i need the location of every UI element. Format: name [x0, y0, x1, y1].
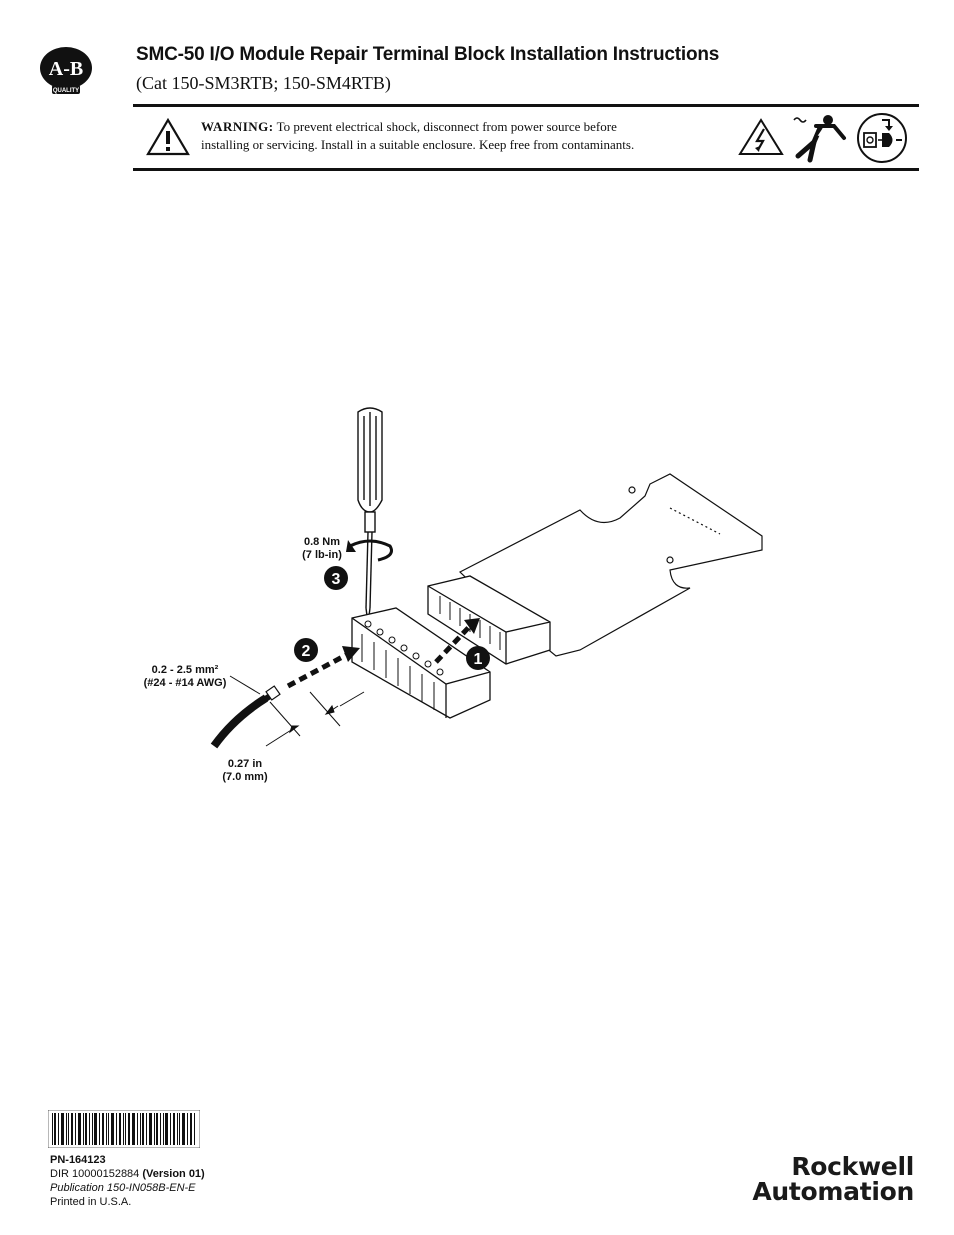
- step-3-number: 3: [332, 571, 341, 588]
- allen-bradley-logo: A-B QUALITY: [38, 44, 94, 96]
- caution-triangle-icon: [146, 117, 190, 161]
- wire-size-value: 0.2 - 2.5 mm²: [151, 664, 219, 676]
- page-subtitle: (Cat 150-SM3RTB; 150-SM4RTB): [136, 73, 391, 93]
- wire-size-awg: (#24 - #14 AWG): [143, 677, 227, 689]
- footer-info: PN-164123 DIR 10000152884 (Version 01) P…: [50, 1153, 205, 1209]
- disconnect-plug-icon: [856, 112, 908, 169]
- brand-line2: Automation: [752, 1177, 914, 1206]
- screwdriver: [357, 407, 383, 625]
- warning-bottom-rule: [133, 168, 919, 171]
- strip-length-label: 0.27 in (7.0 mm): [208, 758, 282, 784]
- torque-rotation-arrow: [346, 539, 393, 562]
- step-1-number: 1: [474, 651, 483, 668]
- publication: Publication 150-IN058B-EN-E: [50, 1182, 196, 1194]
- step-2-badge: 2: [294, 638, 318, 662]
- warning-line1: To prevent electrical shock, disconnect …: [276, 119, 617, 134]
- version: (Version 01): [142, 1168, 205, 1180]
- logo-subtext: QUALITY: [53, 88, 79, 94]
- torque-value: 0.8 Nm: [303, 536, 341, 548]
- torque-label: 0.8 Nm (7 lb-in): [290, 536, 354, 562]
- insertion-arrow-2: [286, 651, 350, 689]
- dir-number: DIR 10000152884: [50, 1168, 140, 1180]
- warning-text: WARNING: To prevent electrical shock, di…: [201, 118, 731, 154]
- step-2-number: 2: [302, 643, 311, 660]
- wire-size-label: 0.2 - 2.5 mm² (#24 - #14 AWG): [130, 664, 240, 690]
- dir-line: DIR 10000152884 (Version 01): [50, 1167, 205, 1181]
- circuit-board: [458, 473, 763, 657]
- wire: [210, 685, 281, 749]
- brand-line1: Rockwell: [791, 1152, 914, 1181]
- high-voltage-icon: [738, 118, 784, 161]
- strip-length-dimension: [265, 691, 365, 747]
- logo-text: A-B: [49, 58, 83, 80]
- strip-length-metric: (7.0 mm): [222, 771, 268, 783]
- rockwell-automation-logo: Rockwell Automation: [752, 1154, 914, 1204]
- printed-in: Printed in U.S.A.: [50, 1196, 132, 1208]
- step-1-badge: 1: [466, 646, 490, 670]
- board-terminal-block: [427, 575, 551, 665]
- repair-terminal-block: [351, 607, 491, 719]
- warning-label: WARNING:: [201, 119, 274, 134]
- part-number: PN-164123: [50, 1154, 106, 1166]
- installation-diagram: 1 2 3: [200, 400, 780, 790]
- top-rule: [133, 104, 919, 107]
- strip-length-value: 0.27 in: [227, 758, 263, 770]
- insertion-arrow-1: [434, 624, 472, 664]
- barcode: [47, 1109, 201, 1153]
- step-3-badge: 3: [324, 566, 348, 590]
- electric-shock-person-icon: [790, 112, 852, 169]
- page-title: SMC-50 I/O Module Repair Terminal Block …: [136, 44, 720, 65]
- warning-line2: installing or servicing. Install in a su…: [201, 137, 635, 152]
- torque-imperial: (7 lb-in): [302, 549, 342, 561]
